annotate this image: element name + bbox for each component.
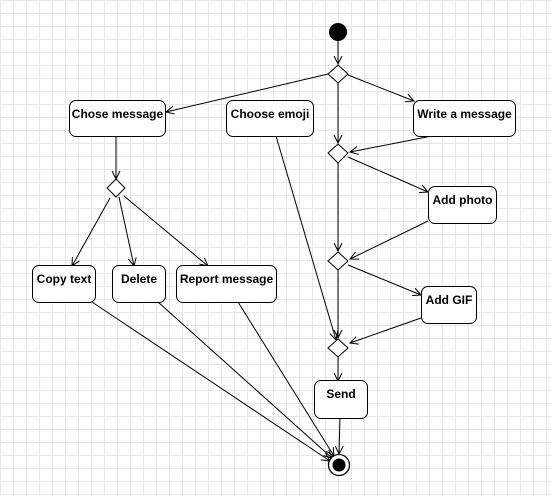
- edge-report-message-to-end: [237, 301, 334, 456]
- fork-decision-node: [327, 64, 349, 84]
- edge-write-message-to-merge-1: [350, 135, 433, 152]
- edge-add-photo-to-merge-2: [350, 220, 429, 259]
- action-add-gif: Add GIF: [421, 286, 477, 324]
- merge-node-3: [327, 338, 349, 358]
- edge-delete-to-end: [157, 301, 332, 458]
- edge-decision-to-copy-text: [72, 197, 111, 266]
- merge-node-2: [327, 251, 349, 271]
- edge-fork-to-write-message: [347, 74, 414, 101]
- initial-node: [329, 23, 347, 41]
- edge-send-to-end: [339, 417, 340, 454]
- merge-node-1: [327, 143, 349, 164]
- action-send: Send: [314, 380, 368, 419]
- edge-copy-text-to-end: [91, 301, 330, 461]
- edge-decision-to-delete: [118, 196, 134, 266]
- action-chose-message: Chose message: [69, 100, 166, 137]
- edge-merge-1-to-add-photo: [347, 156, 428, 192]
- edge-choose-emoji-to-merge-3: [275, 135, 336, 340]
- action-copy-text: Copy text: [32, 265, 96, 303]
- edge-decision-to-report-message: [123, 195, 208, 266]
- edge-add-gif-to-merge-3: [350, 317, 422, 343]
- action-delete: Delete: [112, 265, 166, 303]
- action-report-message: Report message: [176, 265, 277, 303]
- action-choose-emoji: Choose emoji: [226, 100, 314, 137]
- action-write-a-message: Write a message: [413, 100, 516, 137]
- edge-merge-2-to-add-gif: [347, 264, 421, 295]
- message-options-decision-node: [106, 178, 126, 198]
- edge-fork-to-chose-message: [166, 73, 329, 112]
- action-add-photo: Add photo: [428, 186, 497, 224]
- final-node-dot: [332, 458, 346, 472]
